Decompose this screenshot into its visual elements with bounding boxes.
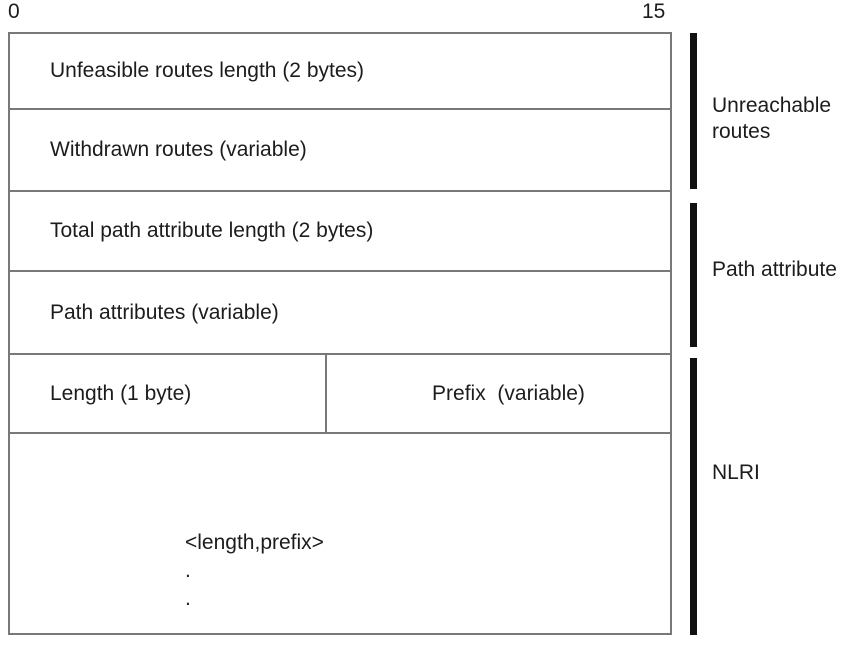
field-row-unfeasible-routes-length: Unfeasible routes length (2 bytes): [10, 34, 670, 110]
length-prefix-tuple-label: <length,prefix>: [185, 531, 324, 554]
field-cell-prefix: Prefix (variable): [327, 355, 670, 432]
field-label: Total path attribute length (2 bytes): [50, 219, 374, 242]
field-row-length-prefix: Length (1 byte) Prefix (variable): [10, 355, 670, 434]
bit-offset-start-label: 0: [8, 0, 20, 23]
field-row-path-attributes: Path attributes (variable): [10, 272, 670, 355]
field-row-total-path-attribute-length: Total path attribute length (2 bytes): [10, 192, 670, 272]
section-label-path-attribute: Path attribute: [712, 258, 837, 281]
section-label-nlri: NLRI: [712, 461, 760, 484]
update-message-box: Unfeasible routes length (2 bytes) Withd…: [8, 32, 672, 635]
field-label: Path attributes (variable): [50, 300, 279, 324]
ellipsis-dot: .: [185, 587, 191, 610]
field-row-withdrawn-routes: Withdrawn routes (variable): [10, 110, 670, 192]
bracket-bar-nlri: [690, 358, 697, 635]
field-cell-length: Length (1 byte): [10, 355, 327, 432]
ellipsis-dot: .: [185, 559, 191, 582]
section-label-unreachable-routes: Unreachable routes: [712, 94, 832, 143]
field-row-nlri-body: <length,prefix> . .: [10, 434, 670, 633]
field-label: Unfeasible routes length (2 bytes): [50, 59, 365, 82]
field-label: Length (1 byte): [50, 381, 192, 405]
bracket-bar-path-attribute: [690, 203, 697, 347]
nlri-content: <length,prefix> . .: [10, 434, 324, 613]
bit-offset-end-label: 15: [642, 0, 666, 23]
bracket-bar-unreachable-routes: [690, 33, 697, 189]
field-label: Withdrawn routes (variable): [50, 138, 307, 161]
field-label: Prefix (variable): [432, 381, 585, 405]
